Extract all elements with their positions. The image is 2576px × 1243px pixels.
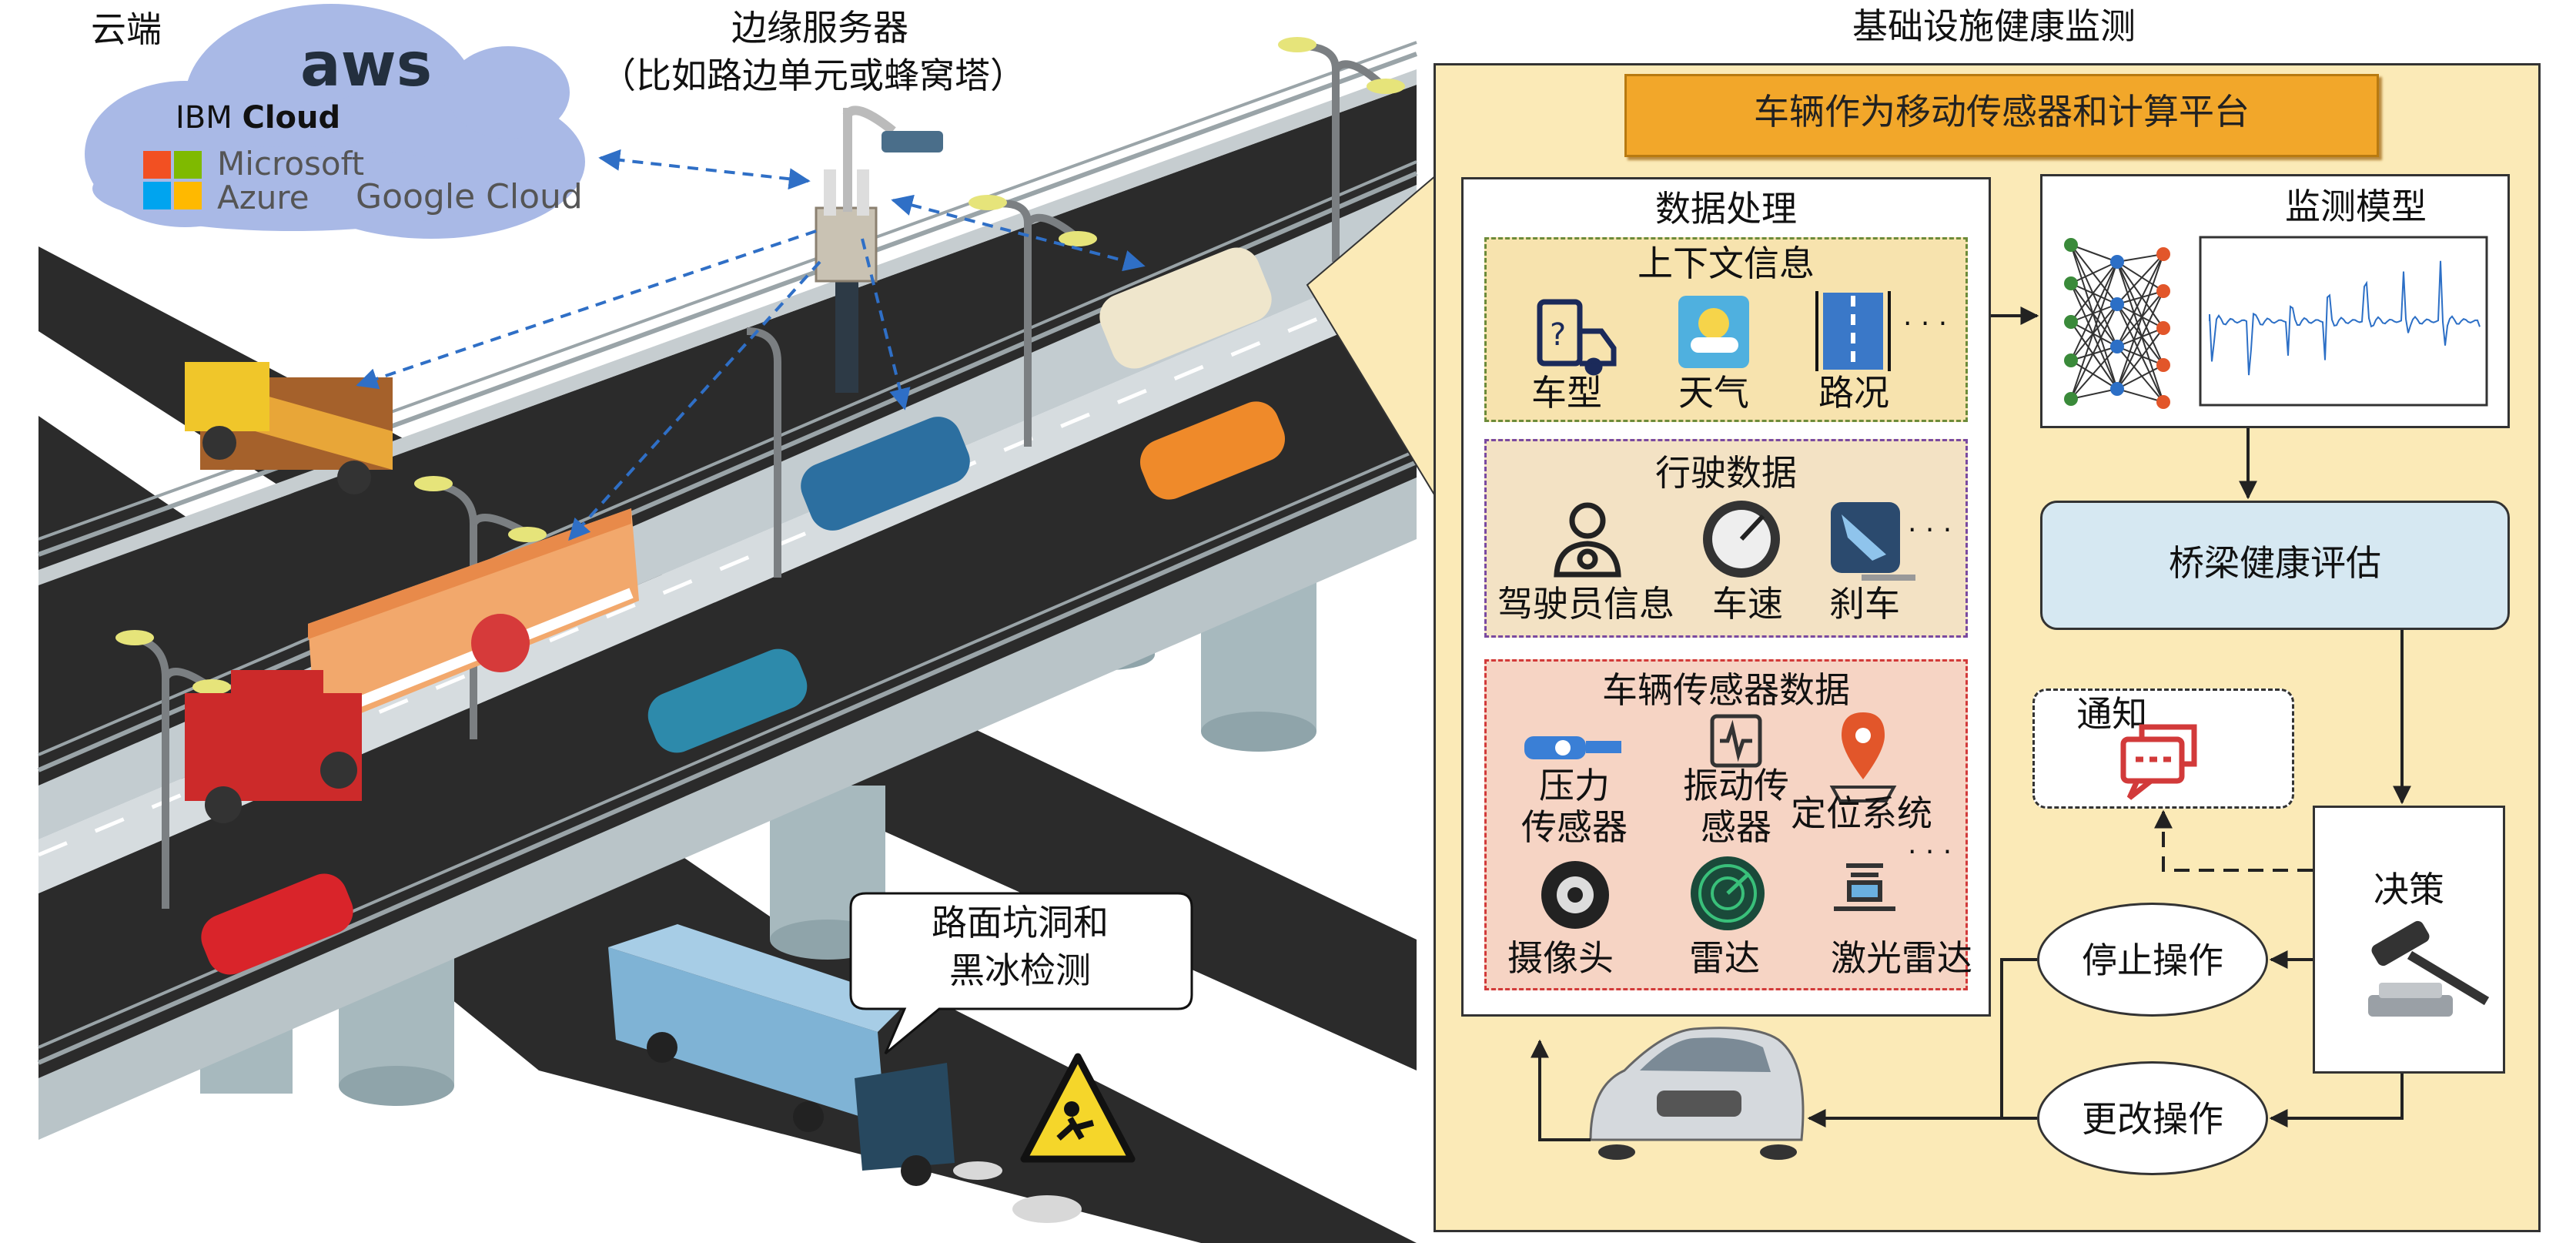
- aws-logo: aws: [300, 31, 433, 100]
- sensor-data-title: 车辆传感器数据: [1602, 669, 1850, 711]
- context-info-title: 上下文信息: [1638, 243, 1815, 284]
- sensor-radar: 雷达: [1689, 937, 1760, 979]
- driving-more: · · ·: [1908, 514, 1952, 546]
- notification-label: 通知: [2076, 693, 2148, 735]
- blue-semi-truck: [608, 924, 955, 1186]
- cars: [201, 247, 1286, 975]
- potholes: [953, 1161, 1082, 1223]
- monitoring-model-title: 监测模型: [2285, 186, 2427, 227]
- driving-item-speed: 车速: [1712, 583, 1783, 625]
- callout-line1: 路面坑洞和: [932, 902, 1109, 943]
- edge-server-subtitle: （比如路边单元或蜂窝塔）: [601, 55, 1025, 96]
- context-item-road: 路况: [1818, 372, 1889, 414]
- sensor-pressure-line2: 传感器: [1521, 806, 1628, 848]
- red-semi-truck: [185, 508, 639, 823]
- sensor-camera: 摄像头: [1507, 937, 1614, 979]
- ibm-cloud-logo: IBM Cloud: [176, 100, 341, 136]
- callout-bubble: [849, 892, 1193, 1055]
- context-more: · · ·: [1903, 308, 1948, 340]
- google-cloud-label: Google Cloud: [356, 177, 583, 216]
- context-item-weather: 天气: [1678, 372, 1749, 414]
- driving-item-driver: 驾驶员信息: [1497, 583, 1674, 625]
- notification-box: 通知: [2032, 689, 2294, 809]
- edge-server-title: 边缘服务器: [731, 7, 908, 49]
- callout-line2: 黑冰检测: [949, 950, 1091, 991]
- monitoring-title: 基础设施健康监测: [1852, 5, 2136, 47]
- decision-label: 决策: [2374, 869, 2444, 910]
- driving-data-title: 行驶数据: [1655, 452, 1797, 494]
- sensor-lidar: 激光雷达: [1831, 937, 1972, 979]
- yellow-truck: [185, 362, 393, 494]
- sensor-vibration-line1: 振动传: [1683, 765, 1789, 806]
- stop-operation-label: 停止操作: [2082, 940, 2223, 981]
- decision-box: 决策: [2313, 806, 2505, 1074]
- banner: 车辆作为移动传感器和计算平台: [1624, 74, 2379, 157]
- azure-label: Azure: [217, 179, 309, 216]
- stop-operation-ellipse: 停止操作: [2037, 903, 2268, 1017]
- sensor-pressure-line1: 压力: [1539, 765, 1610, 806]
- sensor-vibration-line2: 感器: [1701, 806, 1771, 848]
- assessment-label: 桥梁健康评估: [2169, 542, 2381, 584]
- cloud-title: 云端: [91, 8, 162, 50]
- sensor-positioning: 定位系统: [1791, 792, 1932, 834]
- slippery-road-icon: [1020, 1053, 1136, 1163]
- sensor-more: · · ·: [1908, 836, 1952, 868]
- data-processing-title: 数据处理: [1655, 188, 1797, 230]
- edge-tower: [815, 106, 943, 393]
- change-operation-ellipse: 更改操作: [2037, 1061, 2268, 1175]
- context-item-vehicle-type: 车型: [1531, 372, 1602, 414]
- assessment-box: 桥梁健康评估: [2040, 501, 2510, 630]
- communication-links: [356, 149, 1146, 541]
- change-operation-label: 更改操作: [2082, 1098, 2223, 1140]
- microsoft-logo-icon: [143, 151, 202, 209]
- banner-text: 车辆作为移动传感器和计算平台: [1754, 91, 2250, 132]
- microsoft-label: Microsoft: [217, 145, 365, 183]
- driving-item-brake: 刹车: [1829, 583, 1900, 625]
